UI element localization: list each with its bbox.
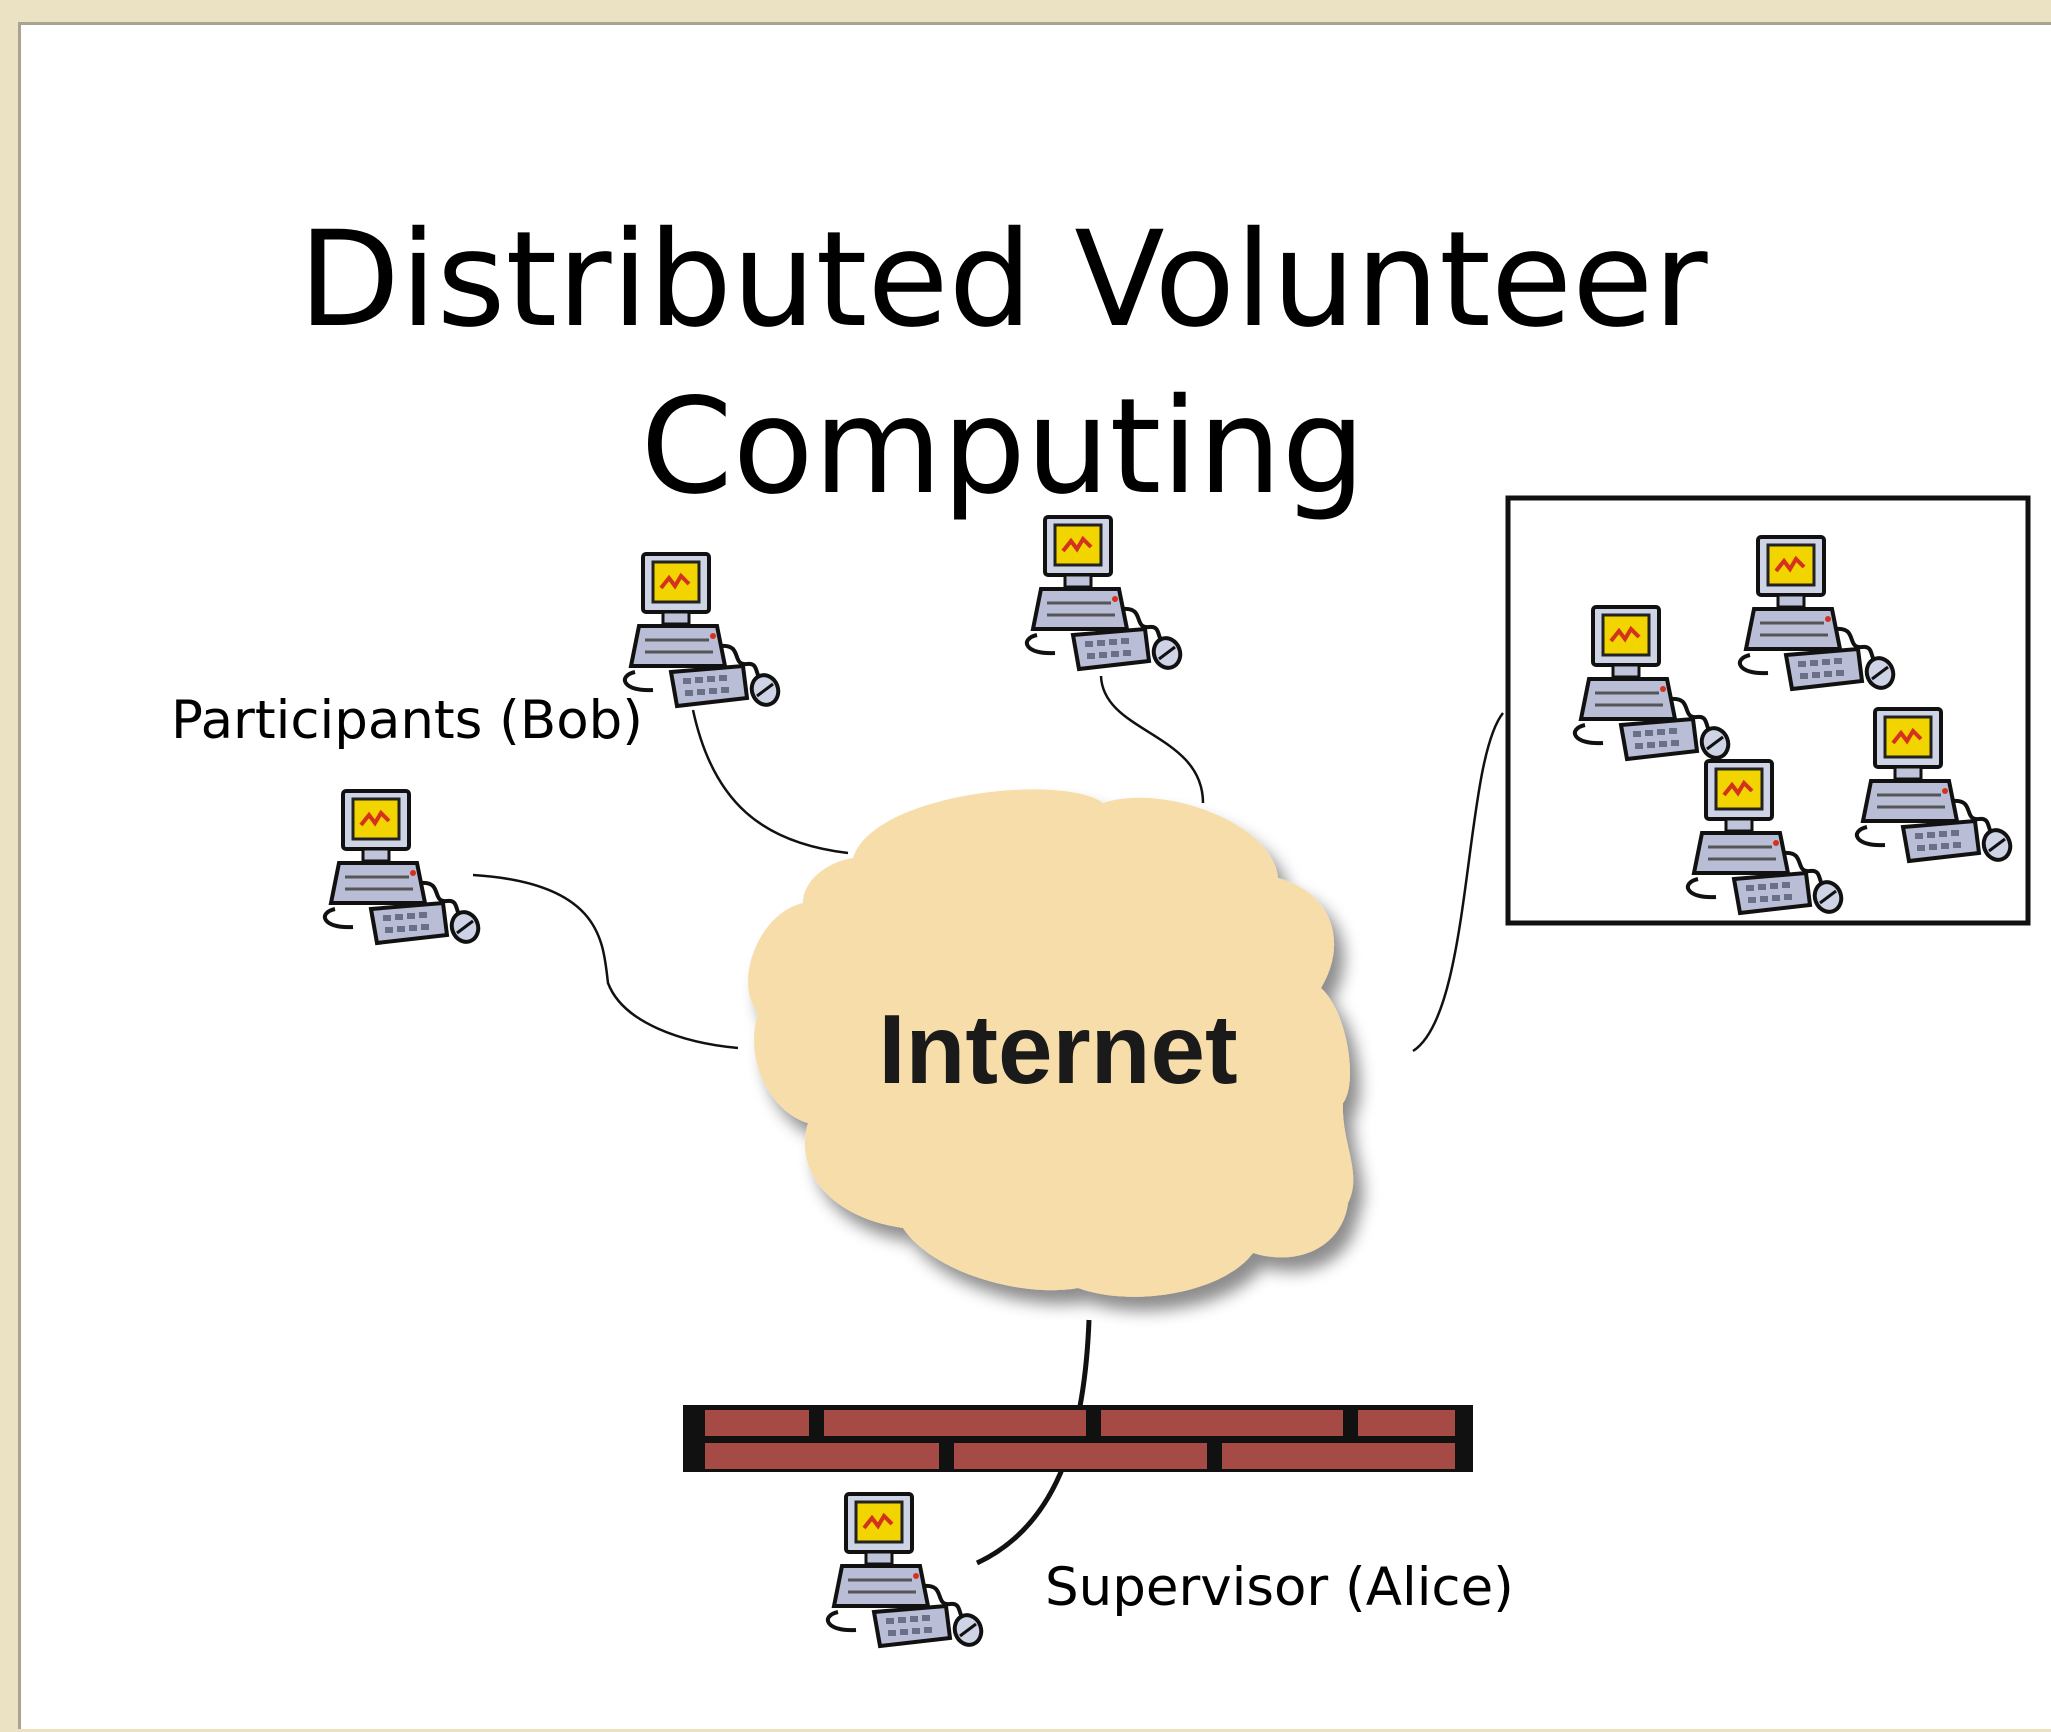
desktop-computer-icon <box>322 789 485 948</box>
slide: Distributed Volunteer Computing Internet <box>18 22 2051 1729</box>
participants-label: Participants (Bob) <box>171 690 643 751</box>
cloud-label: Internet <box>878 994 1237 1104</box>
internet-cloud: Internet <box>748 789 1354 1297</box>
connection-participant-3 <box>472 873 739 1050</box>
slide-title-line1: Distributed Volunteer <box>298 203 1708 357</box>
slide-title-line2: Computing <box>641 370 1366 524</box>
connection-participant-1 <box>691 709 849 855</box>
network-connections <box>472 675 1504 1053</box>
connection-participant-2 <box>1099 675 1205 804</box>
desktop-computer-icon <box>825 1492 988 1651</box>
desktop-computer-icon <box>622 552 785 711</box>
participant-computer-1 <box>622 552 785 711</box>
desktop-computer-icon <box>1024 515 1187 674</box>
connection-participant-group <box>1412 712 1504 1053</box>
supervisor-label: Supervisor (Alice) <box>1045 1557 1514 1618</box>
cloud-icon <box>748 789 1354 1297</box>
diagram: Distributed Volunteer Computing Internet <box>171 203 2031 1651</box>
participant-computer-3 <box>322 789 485 948</box>
participant-computer-2 <box>1024 515 1187 674</box>
firewall <box>683 1405 1473 1472</box>
supervisor-computer <box>825 1492 988 1651</box>
